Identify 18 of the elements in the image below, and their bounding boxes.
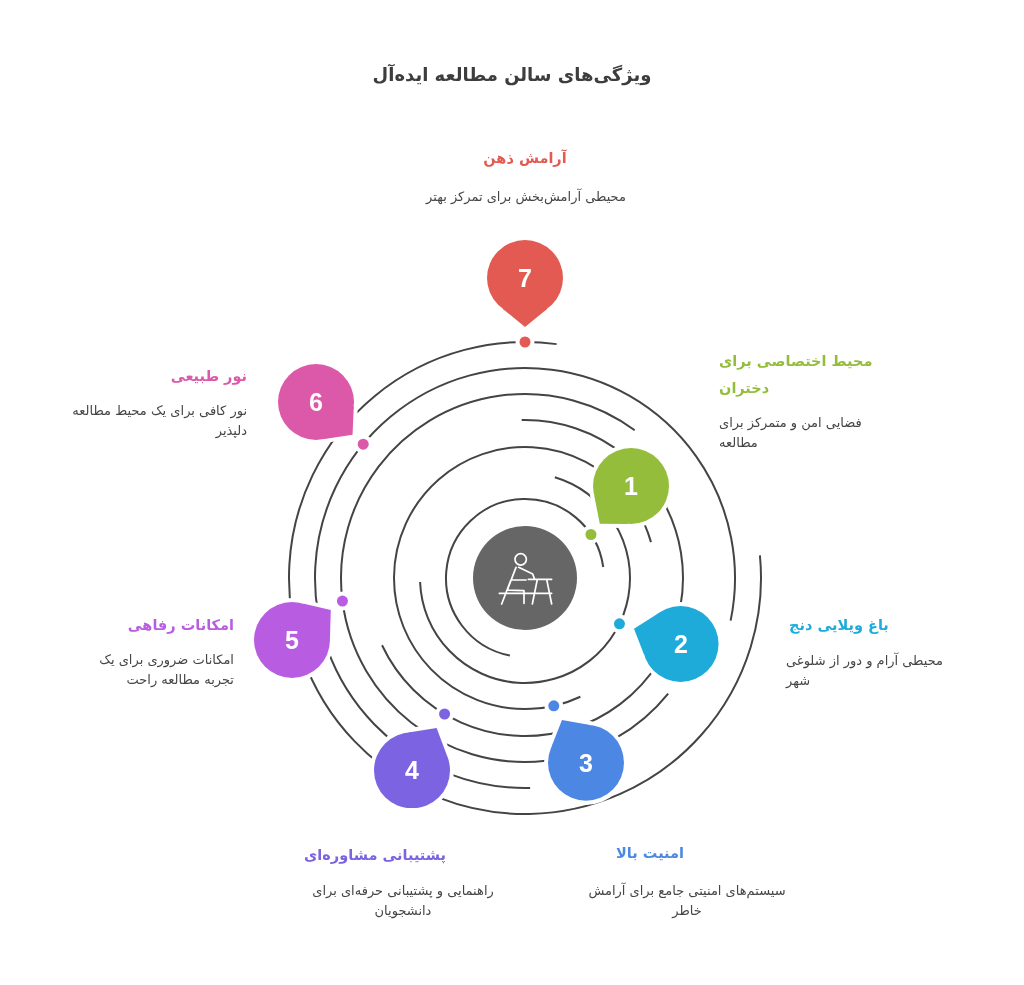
feature-description: نور کافی برای یک محیط مطالعه دلپذیر — [71, 402, 247, 441]
feature-description: فضایی امن و متمرکز برای مطالعه — [719, 414, 863, 452]
feature-description: امکانات ضروری برای یک تجربه مطالعه راحت — [98, 651, 234, 690]
feature-title: آرامش ذهن — [482, 148, 568, 169]
title: ویژگی‌های سالن مطالعه ایده‌آل — [372, 63, 652, 88]
feature-description: سیستم‌های امنیتی جامع برای آرامش خاطر — [587, 881, 787, 920]
feature-description: محیطی آرامش‌بخش برای تمرکز بهتر — [425, 187, 627, 207]
feature-description: راهنمایی و پشتیبانی حرفه‌ای برای دانشجویان — [311, 882, 495, 921]
numbered-bubble: 5 — [254, 602, 331, 678]
feature-description: محیطی آرام و دور از شلوغی شهر — [786, 651, 945, 691]
feature-title: امنیت بالا — [615, 843, 685, 863]
feature-title: پشتیبانی مشاوره‌ای — [303, 845, 447, 866]
feature-title: امکانات رفاهی — [126, 615, 234, 636]
feature-title: محیط اختصاصی برای دختران — [719, 351, 874, 399]
numbered-bubble: 1 — [593, 448, 669, 524]
feature-title: نور طبیعی — [169, 366, 247, 387]
feature-title: باغ ویلایی دنج — [789, 615, 890, 636]
numbered-bubble: 6 — [278, 364, 354, 440]
